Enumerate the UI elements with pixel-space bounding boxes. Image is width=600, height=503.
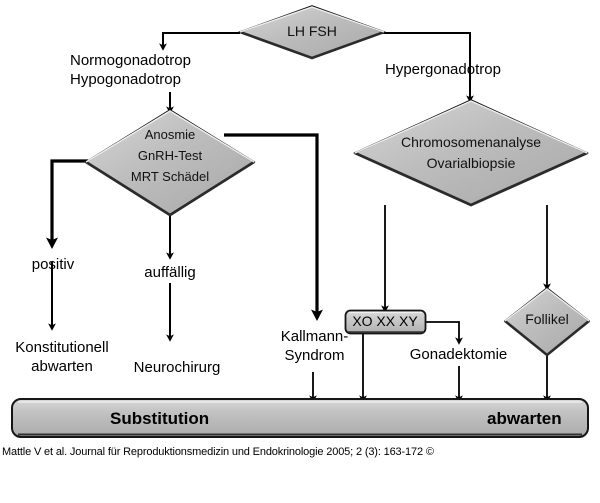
bottom-bar-label-abwarten: abwarten — [487, 409, 562, 428]
node-chromosomenanalyse[interactable] — [353, 99, 589, 207]
edge-lhfsh-to-chromosomen — [383, 32, 474, 103]
node-anosmie[interactable] — [84, 109, 256, 217]
edge-label-positiv: positiv — [31, 256, 75, 273]
terminal-label-kallmann-syndrom: Kallmann- Syndrom — [280, 328, 349, 364]
edge-lhfsh-to-normo — [159, 32, 240, 51]
node-karyotype-box[interactable] — [344, 309, 427, 335]
node-label-karyotype: XO XX XY — [352, 313, 418, 329]
citation-text: Mattle V et al. Journal für Reproduktion… — [2, 446, 434, 458]
terminal-label-gonadektomie: Gonadektomie — [409, 346, 508, 363]
edge-anosmie-to-kallmann-thick — [224, 133, 323, 321]
edge-karyotype-to-gonadektomie — [426, 321, 463, 345]
edge-anosmie-to-positiv-thick — [46, 159, 88, 249]
terminal-label-neurochirurg: Neurochirurg — [133, 359, 221, 376]
terminal-label-konstitutionell-abwarten: Konstitutionell abwarten — [15, 339, 109, 375]
node-follikel[interactable] — [503, 286, 591, 357]
edge-label-auffaellig: auffällig — [144, 264, 196, 281]
edge-label-hypergonadotrop: Hypergonadotrop — [385, 61, 501, 78]
bottom-bar-label-substitution: Substitution — [110, 409, 210, 428]
edge-label-normo-hypogonadotrop: Normogonadotrop Hypogonadotrop — [70, 52, 191, 88]
node-lh-fsh[interactable] — [237, 5, 387, 60]
node-bottom-bar[interactable] — [11, 398, 589, 438]
